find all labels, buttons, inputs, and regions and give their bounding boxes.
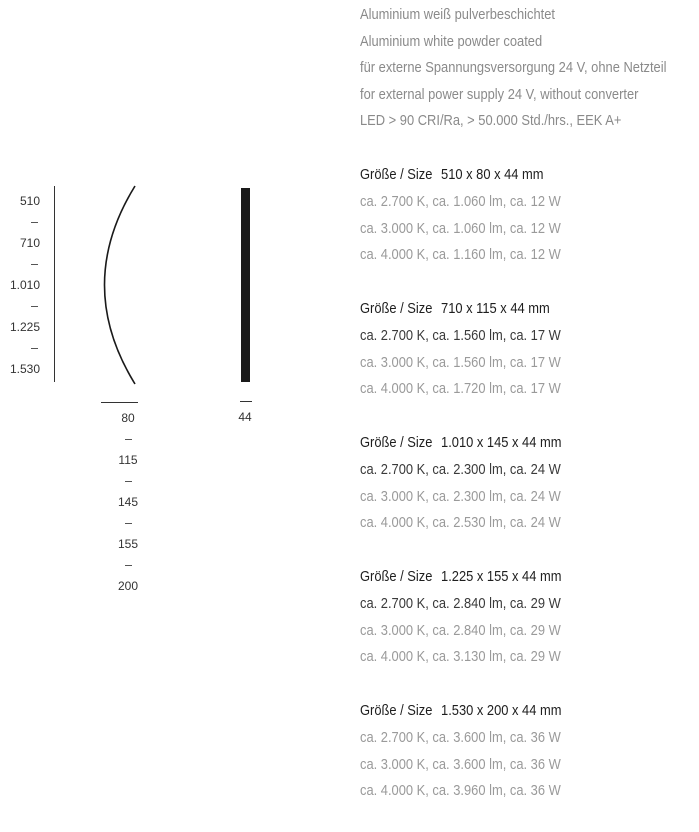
option-line: ca. 4.000 K, ca. 2.530 lm, ca. 24 W <box>360 514 561 532</box>
arc-path <box>103 185 136 385</box>
option-line: ca. 2.700 K, ca. 1.560 lm, ca. 17 W <box>360 326 561 344</box>
size-specifications: Größe / Size 510 x 80 x 44 mm ca. 2.700 K… <box>360 162 561 832</box>
option-line: ca. 2.700 K, ca. 2.840 lm, ca. 29 W <box>360 594 561 612</box>
description-line: Aluminium weiß pulverbeschichtet <box>360 6 556 23</box>
option-line: ca. 3.000 K, ca. 2.300 lm, ca. 24 W <box>360 487 561 505</box>
size-label: Größe / Size <box>360 568 433 585</box>
size-title: Größe / Size 510 x 80 x 44 mm <box>360 162 561 189</box>
width-value: 155 <box>110 534 146 576</box>
option-line: ca. 3.000 K, ca. 1.060 lm, ca. 12 W <box>360 219 561 237</box>
description-line: for external power supply 24 V, without … <box>360 85 639 103</box>
depth-dimension-line <box>240 401 252 402</box>
description-line: LED > 90 CRI/Ra, > 50.000 Std./hrs., EEK… <box>360 112 622 130</box>
size-group: Größe / Size 710 x 115 x 44 mm ca. 2.700 … <box>360 296 561 430</box>
height-values: 510 710 1.010 1.225 1.530 <box>0 190 40 400</box>
size-title: Größe / Size 710 x 115 x 44 mm <box>360 296 561 323</box>
height-value: 1.225 <box>0 316 40 358</box>
option-line: ca. 3.000 K, ca. 1.560 lm, ca. 17 W <box>360 353 561 371</box>
description-line: Aluminium white powder coated <box>360 32 543 50</box>
size-label: Größe / Size <box>360 300 433 317</box>
option-line: ca. 2.700 K, ca. 3.600 lm, ca. 36 W <box>360 728 561 746</box>
option-line: ca. 3.000 K, ca. 3.600 lm, ca. 36 W <box>360 755 561 773</box>
depth-value: 44 <box>238 410 252 424</box>
option-line: ca. 4.000 K, ca. 3.130 lm, ca. 29 W <box>360 648 561 666</box>
lamp-side-arc <box>103 185 136 385</box>
height-value: 1.010 <box>0 274 40 316</box>
width-values: 80 115 145 155 200 <box>110 408 146 618</box>
description-block: Aluminium weiß pulverbeschichtet Alumini… <box>360 2 666 135</box>
height-dimension-line <box>54 186 55 382</box>
size-title: Größe / Size 1.010 x 145 x 44 mm <box>360 430 561 457</box>
option-line: ca. 2.700 K, ca. 1.060 lm, ca. 12 W <box>360 192 561 210</box>
size-group: Größe / Size 1.010 x 145 x 44 mm ca. 2.70… <box>360 430 561 564</box>
size-label: Größe / Size <box>360 166 433 183</box>
option-line: ca. 4.000 K, ca. 1.160 lm, ca. 12 W <box>360 246 561 264</box>
option-line: ca. 3.000 K, ca. 2.840 lm, ca. 29 W <box>360 621 561 639</box>
size-label: Größe / Size <box>360 434 433 451</box>
description-line: für externe Spannungsversorgung 24 V, oh… <box>360 59 667 77</box>
height-value: 710 <box>0 232 40 274</box>
size-title: Größe / Size 1.530 x 200 x 44 mm <box>360 698 561 725</box>
size-dimension: 1.530 x 200 x 44 mm <box>441 702 562 719</box>
size-title: Größe / Size 1.225 x 155 x 44 mm <box>360 564 561 591</box>
width-dimension-line <box>101 402 138 403</box>
size-dimension: 510 x 80 x 44 mm <box>441 166 544 183</box>
lamp-front-bar <box>241 188 250 382</box>
size-group: Größe / Size 1.225 x 155 x 44 mm ca. 2.70… <box>360 564 561 698</box>
width-value: 200 <box>117 579 139 593</box>
height-value: 510 <box>0 190 40 232</box>
width-value: 115 <box>110 450 146 492</box>
size-dimension: 1.225 x 155 x 44 mm <box>441 568 562 585</box>
size-dimension: 710 x 115 x 44 mm <box>441 300 550 317</box>
width-value: 80 <box>110 408 146 450</box>
size-group: Größe / Size 1.530 x 200 x 44 mm ca. 2.70… <box>360 698 561 832</box>
option-line: ca. 2.700 K, ca. 2.300 lm, ca. 24 W <box>360 460 561 478</box>
size-label: Größe / Size <box>360 702 433 719</box>
option-line: ca. 4.000 K, ca. 3.960 lm, ca. 36 W <box>360 782 561 800</box>
width-value: 145 <box>110 492 146 534</box>
size-group: Größe / Size 510 x 80 x 44 mm ca. 2.700 K… <box>360 162 561 296</box>
size-dimension: 1.010 x 145 x 44 mm <box>441 434 562 451</box>
option-line: ca. 4.000 K, ca. 1.720 lm, ca. 17 W <box>360 380 561 398</box>
height-value: 1.530 <box>9 362 40 376</box>
